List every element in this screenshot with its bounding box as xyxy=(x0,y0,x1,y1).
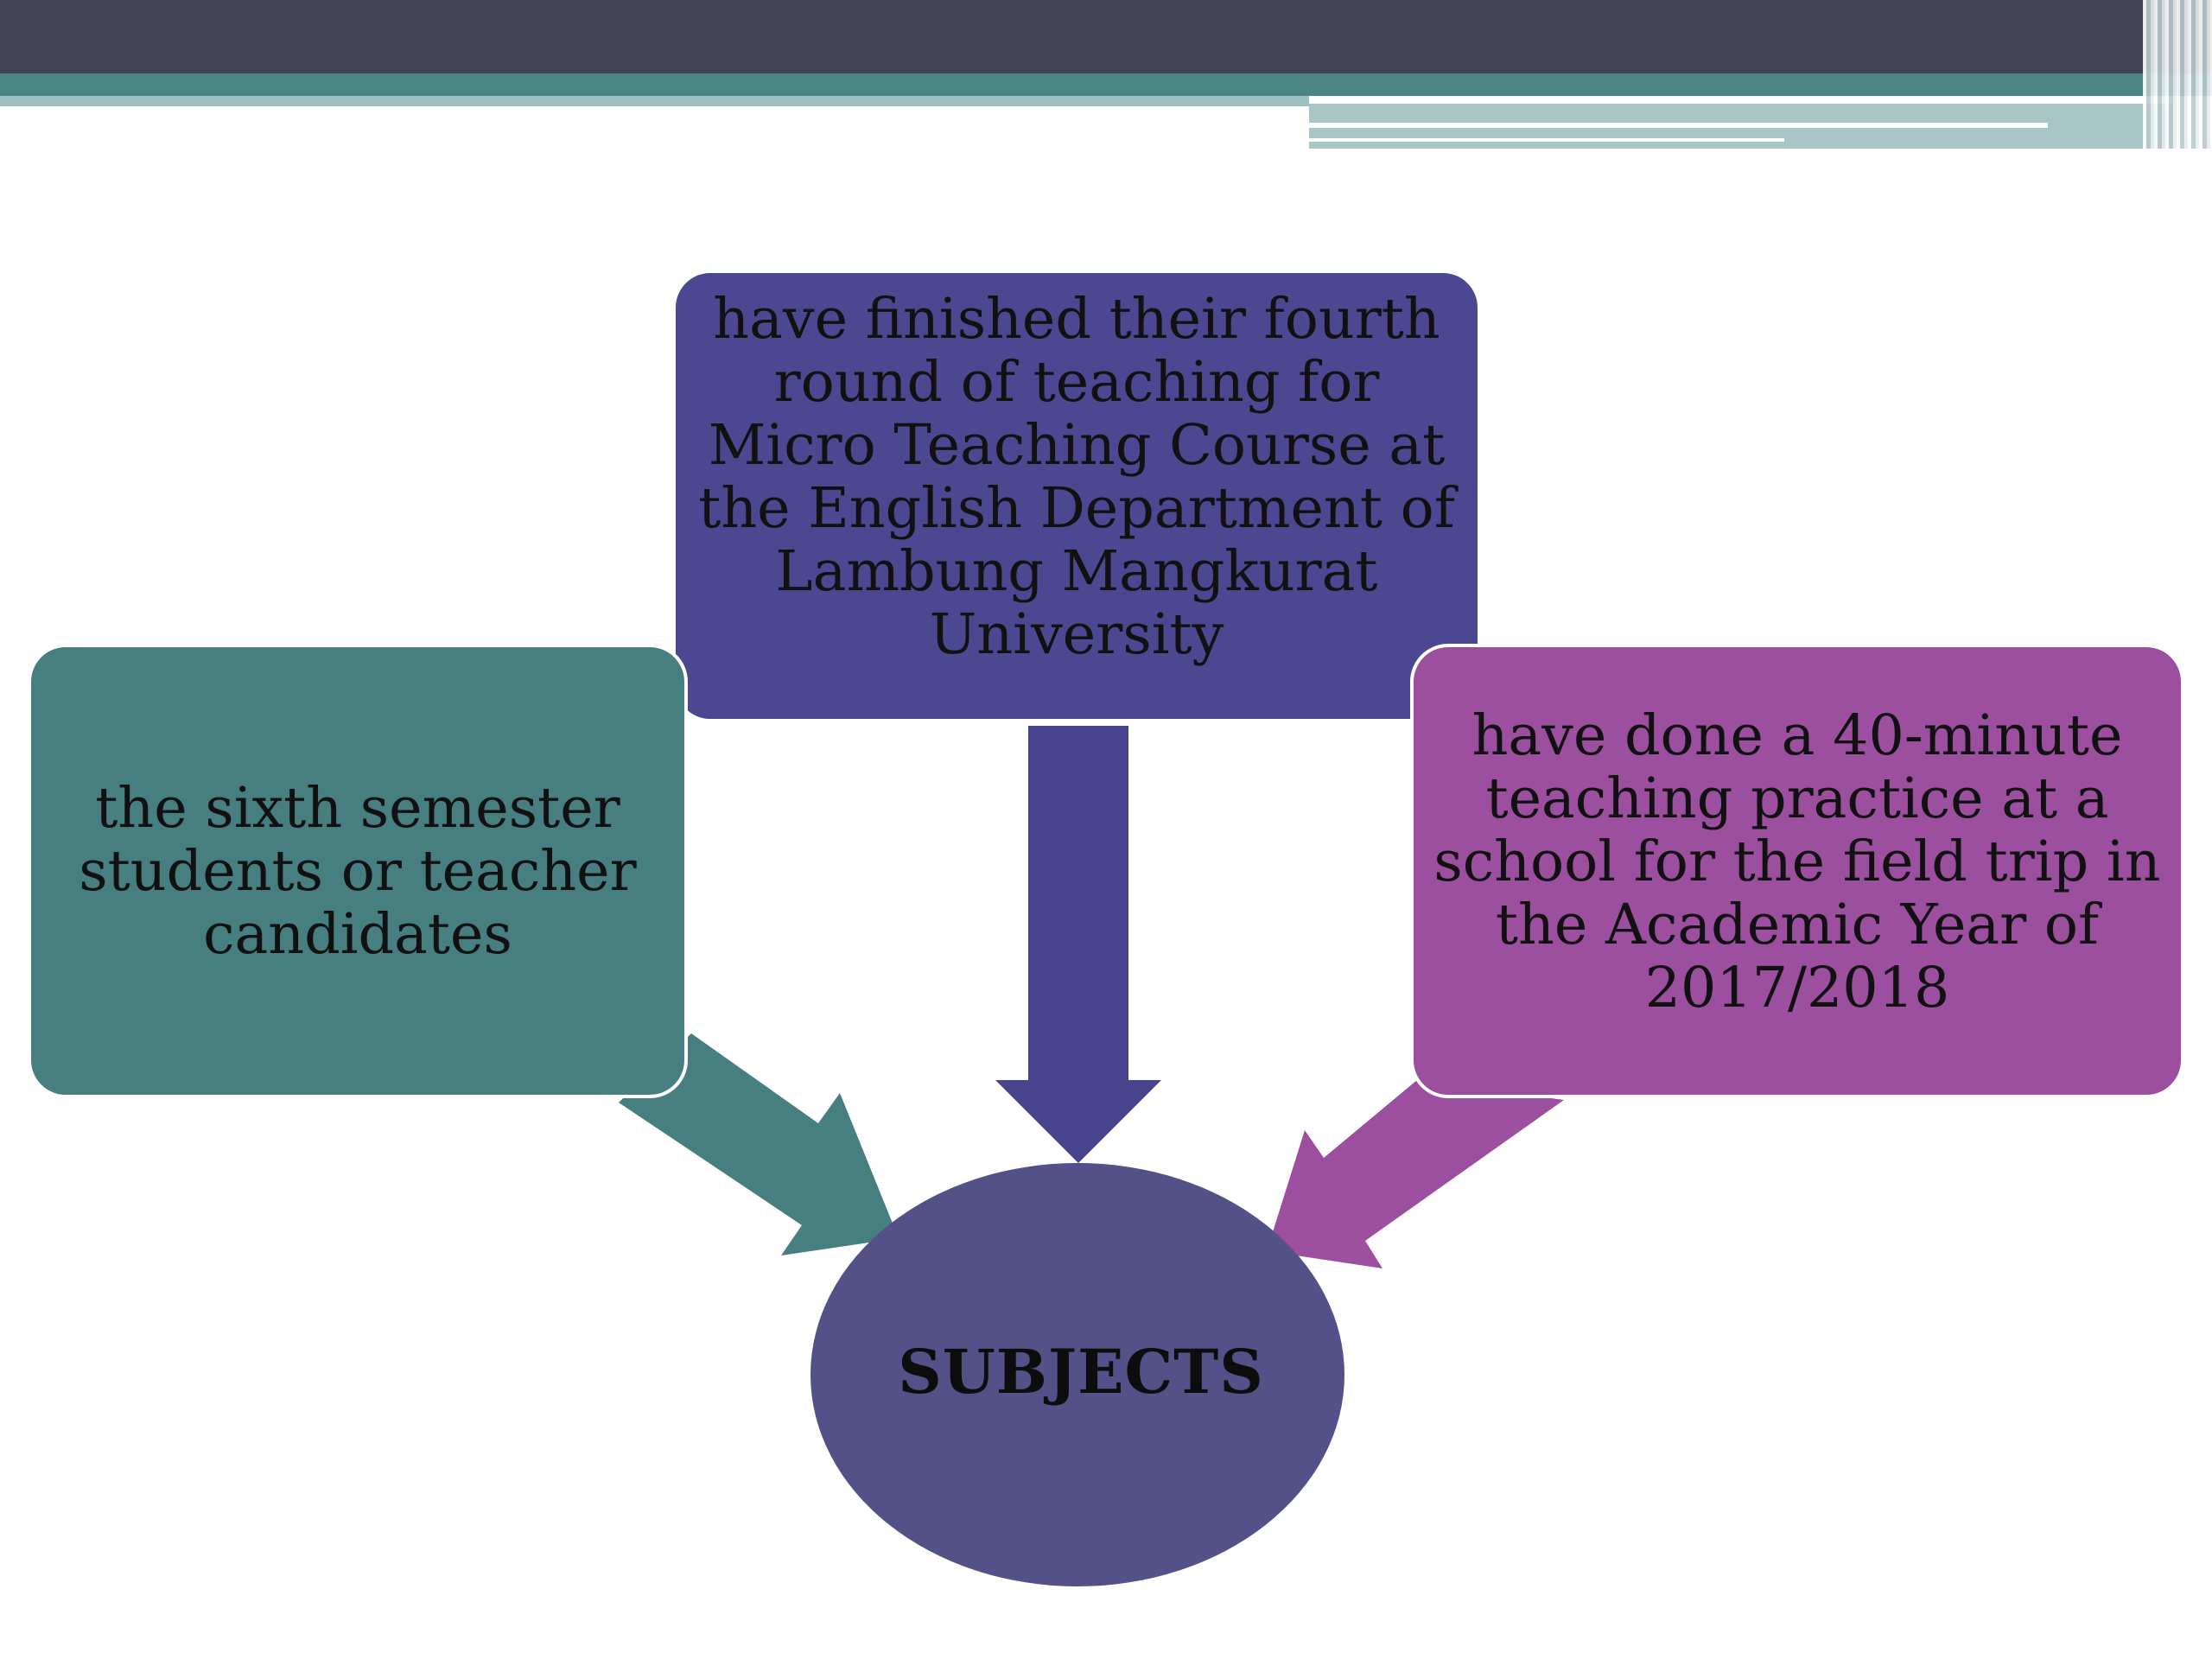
header-stripes xyxy=(2143,0,2212,149)
node-right: have done a 40-minute teaching practice … xyxy=(1410,644,2184,1098)
header-line-2 xyxy=(1309,138,1784,142)
center-label: SUBJECTS xyxy=(898,1335,1264,1408)
arrow-right-to-center xyxy=(1267,1080,1564,1268)
node-top: have finished their fourth round of teac… xyxy=(672,270,1481,722)
arrow-top-to-center xyxy=(995,726,1161,1163)
header-bar-teal xyxy=(0,73,2212,96)
header-line xyxy=(1309,123,2048,128)
node-top-text: have finished their fourth round of teac… xyxy=(698,287,1455,667)
node-left-text: the sixth semester students or teacher c… xyxy=(79,775,637,967)
node-right-text: have done a 40-minute teaching practice … xyxy=(1433,702,2161,1020)
header-bar-dark xyxy=(0,0,2212,73)
arrow-left-to-center xyxy=(619,1033,899,1255)
header-bar-light-left xyxy=(0,96,1309,106)
center-node: SUBJECTS xyxy=(810,1163,1344,1586)
node-left: the sixth semester students or teacher c… xyxy=(28,644,688,1098)
